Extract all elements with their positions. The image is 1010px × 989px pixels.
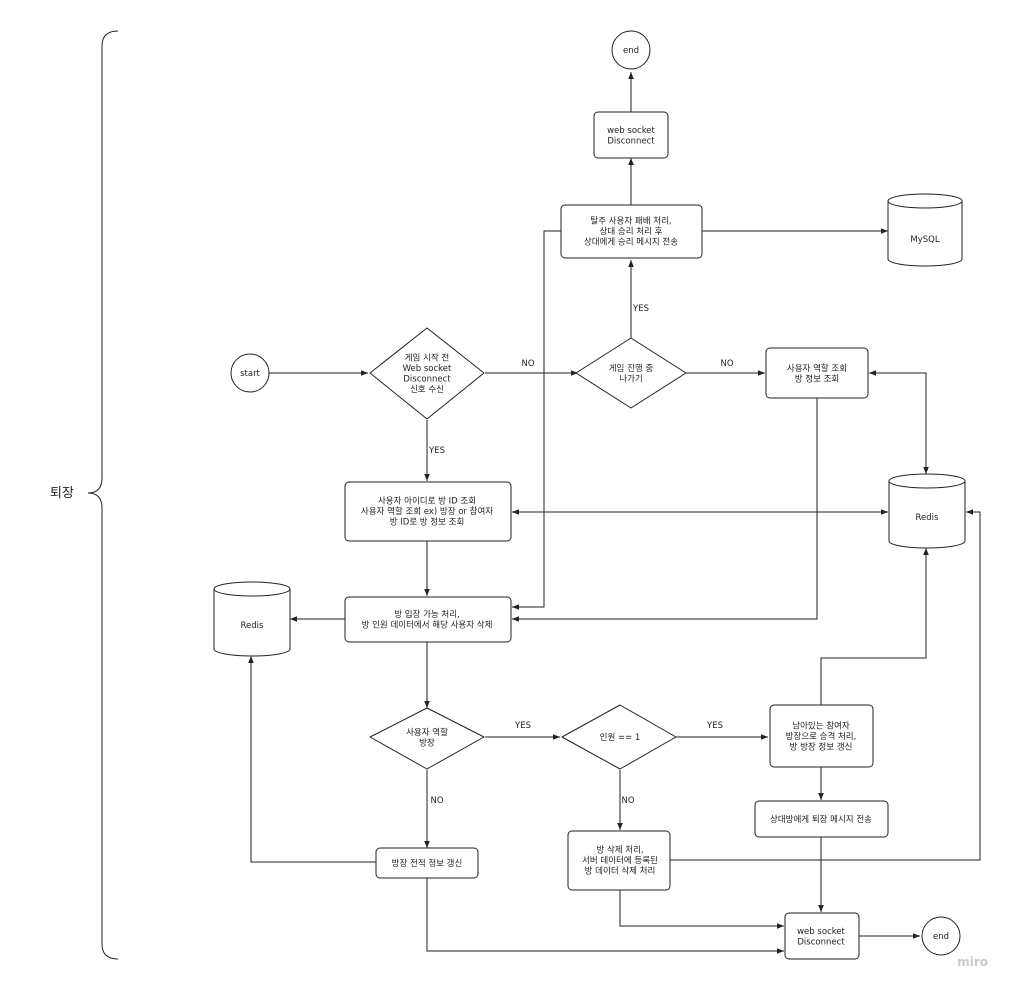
node-label-line: 방 입장 가능 처리,: [394, 609, 460, 620]
svg-text:MySQL: MySQL: [910, 235, 939, 245]
role-lookup-node: 사용자 역할 조회방 정보 조회: [765, 347, 869, 399]
redis-right-db-node: Redis: [888, 473, 966, 549]
enable-entry-node: 방 입장 가능 처리,방 인원 데이터에서 해당 사용자 삭제: [344, 596, 512, 643]
node-label-line: 방 삭제 처리,: [596, 845, 643, 856]
node-label-line: 게임 진행 중: [609, 363, 654, 374]
svg-text:end: end: [933, 932, 949, 942]
edge-label-yes: YES: [706, 721, 723, 731]
group-brace: [87, 30, 119, 960]
start-node: start: [230, 353, 270, 393]
node-label-line: Disconnect: [607, 136, 655, 146]
edge-role-to-entry: [512, 398, 818, 622]
edges: [248, 72, 981, 954]
edge-delete-to-redis: [670, 509, 981, 861]
node-label-line: 방 인원 데이터에서 해당 사용자 삭제: [362, 619, 493, 630]
svg-text:end: end: [623, 46, 639, 56]
host-record-update-node: 방장 전적 정보 갱신: [375, 847, 479, 879]
edge-promote-to-redis: [820, 548, 929, 705]
node-label-line: 방장으로 승격 처리,: [786, 731, 857, 742]
node-label-line: Disconnect: [797, 937, 845, 947]
node-label-line: 서버 데이터에 등록된: [582, 855, 658, 866]
edge-label-no: NO: [521, 359, 534, 369]
svg-text:start: start: [240, 369, 260, 379]
edge-label-no: NO: [621, 796, 634, 806]
end-node-top: end: [611, 30, 651, 70]
node-label-line: 상대 승리 처리 후: [600, 226, 663, 237]
node-label-line: 신호 수신: [410, 385, 444, 395]
edge-forfeit-to-entry: [512, 230, 561, 610]
edge-hostupdate-to-ws: [426, 878, 784, 954]
node-label-line: 사용자 아이디로 방 ID 조회: [378, 496, 476, 507]
mysql-db-node: MySQL: [887, 193, 963, 267]
node-label-line: 사용자 역할 조회: [787, 363, 847, 374]
node-label-line: 방 데이터 삭제 처리: [585, 866, 656, 877]
svg-text:상대방에게 퇴장 메시지 전송: 상대방에게 퇴장 메시지 전송: [770, 814, 872, 825]
svg-text:방장 전적 정보 갱신: 방장 전적 정보 갱신: [392, 858, 463, 869]
redis-left-db-node: Redis: [213, 581, 291, 657]
node-label-line: Web socket: [403, 364, 452, 374]
end-node-bottom: end: [921, 916, 961, 956]
node-label-line: 나가기: [619, 374, 642, 384]
svg-text:Redis: Redis: [916, 513, 940, 523]
node-label-line: 사용자 역할: [406, 727, 448, 738]
edge-label-no: NO: [720, 359, 733, 369]
edge-hostupdate-to-redis: [248, 656, 376, 863]
notify-opponent-node: 상대방에게 퇴장 메시지 전송: [754, 800, 889, 838]
svg-text:Redis: Redis: [241, 621, 265, 631]
node-label-line: 인원 == 1: [600, 732, 641, 743]
node-label-line: Disconnect: [403, 374, 451, 384]
group-label: 퇴장: [50, 486, 74, 501]
node-label-line: web socket: [797, 927, 845, 937]
node-label-line: 방 ID로 방 정보 조회: [390, 517, 465, 528]
node-label-line: 상대에게 승리 메시지 전송: [584, 237, 678, 248]
edge-role-redis: [869, 370, 929, 474]
count-one-decision-node: 인원 == 1: [561, 704, 677, 770]
node-label-line: 남아있는 참여자: [792, 721, 850, 732]
edge-label-no: NO: [430, 796, 443, 806]
brand-watermark: miro: [957, 955, 988, 969]
node-label-line: 사용자 역할 조회 ex) 방장 or 참여자: [361, 506, 493, 517]
edge-label-yes: YES: [514, 721, 531, 731]
node-label-line: 방 방장 정보 갱신: [790, 742, 853, 753]
edge-label-yes: YES: [632, 304, 649, 314]
edge-label-yes: YES: [428, 446, 445, 456]
node-label-line: 방장: [419, 737, 435, 748]
node-label-line: 탈주 사용자 패배 처리,: [590, 216, 671, 227]
node-label-line: 게임 시작 전: [405, 352, 450, 363]
node-label-line: 방 정보 조회: [795, 373, 840, 384]
node-label-line: web socket: [607, 126, 655, 136]
edge-delete-to-ws: [619, 890, 784, 929]
